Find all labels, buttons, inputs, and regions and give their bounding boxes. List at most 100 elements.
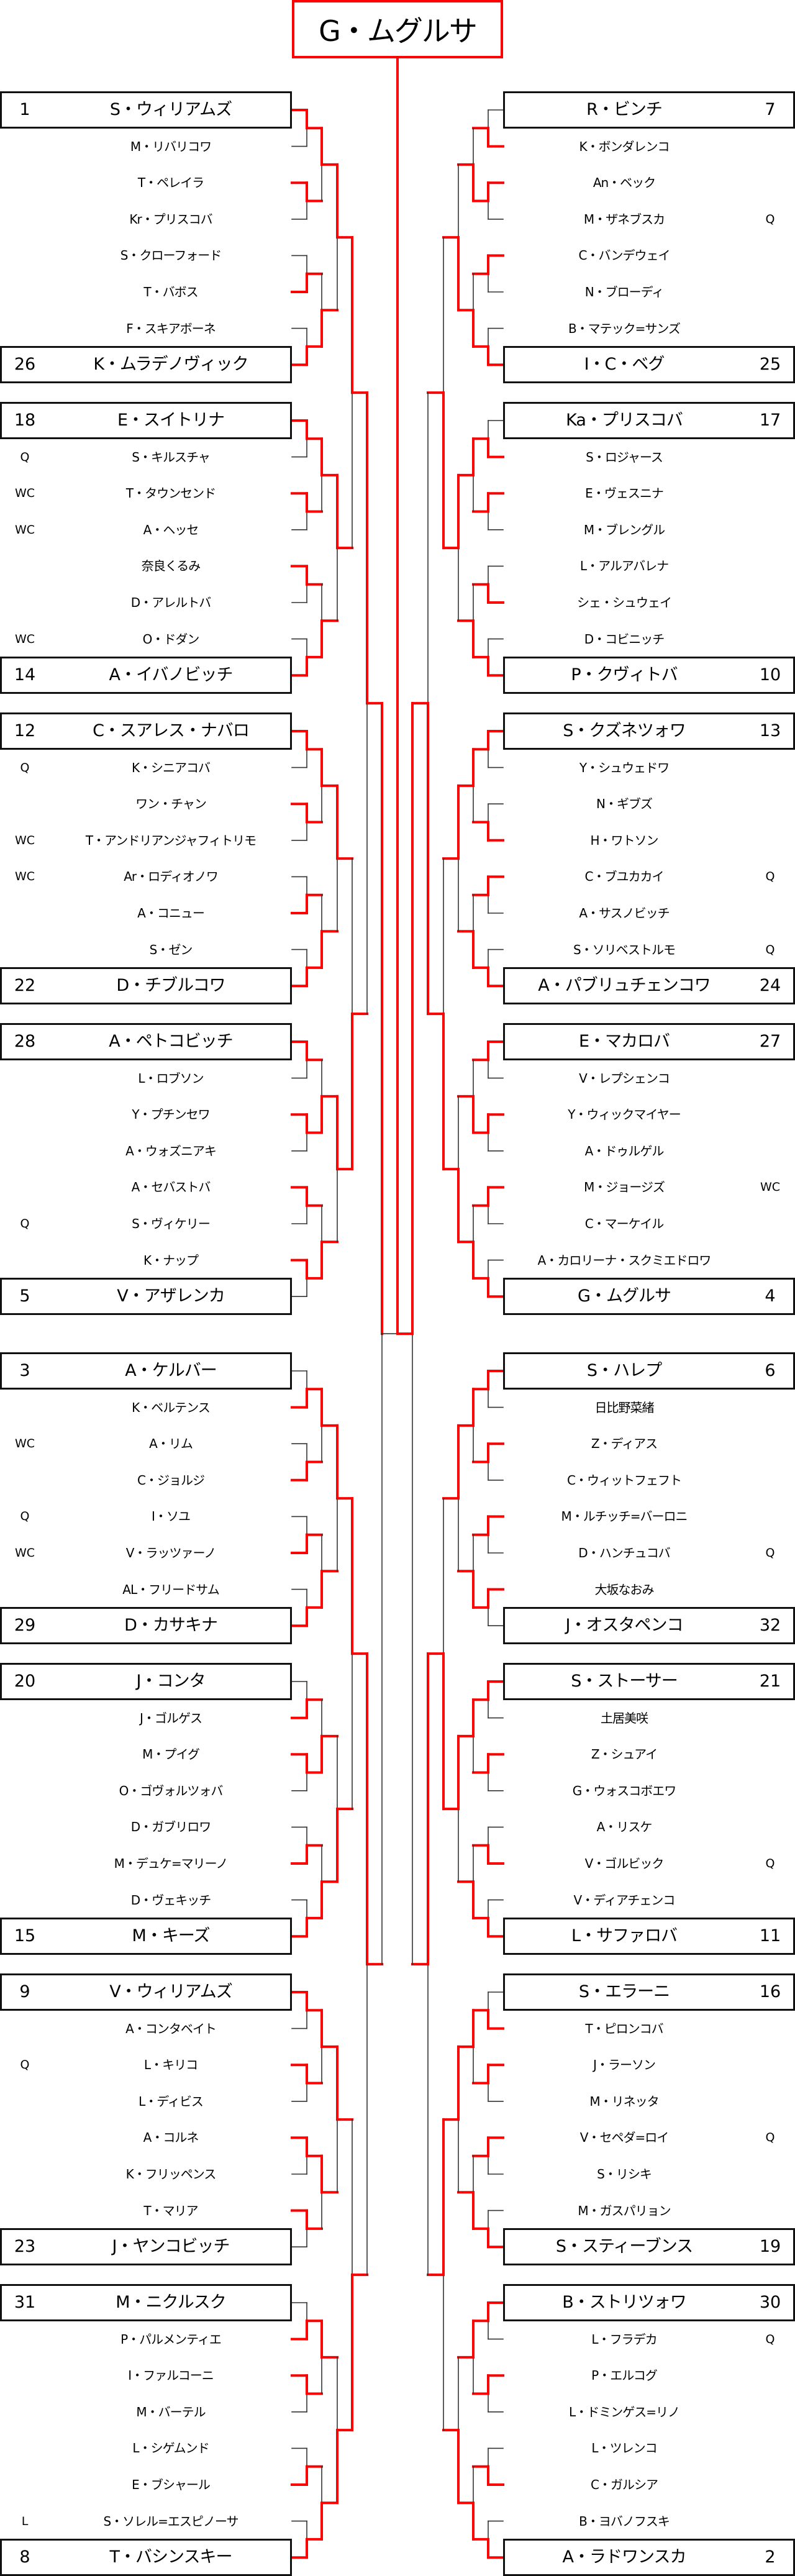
player-entry: G・ウォスコボエワ <box>0 1778 795 1803</box>
player-entry: C・ジョルジ <box>0 1468 795 1493</box>
player-entry: A・カロリーナ・スクミエドロワ <box>0 1248 795 1273</box>
player-entry: L・アルアバレナ <box>0 553 795 578</box>
entry-status: WC <box>14 1437 35 1451</box>
player-entry: E・ヴェスニナ <box>0 481 795 506</box>
player-name: 土居美咲 <box>601 1710 648 1726</box>
seeded-player-box <box>0 2228 292 2266</box>
player-name: J・コンタ <box>136 1672 206 1691</box>
player-name: K・シニアコバ <box>131 760 211 775</box>
player-name: K・ベルテンス <box>132 1400 211 1415</box>
player-entry: V・セペダ=ロイ Q <box>0 2125 795 2150</box>
player-name: G・ウォスコボエワ <box>572 1783 676 1798</box>
player-name: L・ドミンゲス=リノ <box>569 2404 680 2419</box>
seed-number: 11 <box>759 1926 781 1946</box>
player-name: E・マカロバ <box>578 1032 670 1051</box>
player-name: An・ベック <box>593 175 656 191</box>
player-entry: S・ロジャース <box>0 445 795 470</box>
entry-status: Q <box>765 212 775 226</box>
player-name: ワン・チャン <box>135 796 207 812</box>
entry-status: Q <box>765 870 775 884</box>
player-name: Kr・プリスコバ <box>129 211 212 227</box>
player-name: N・ギブズ <box>596 796 653 812</box>
player-name: S・キルスチャ <box>132 449 210 465</box>
seed-number: 25 <box>759 355 781 375</box>
player-entry: D・ハンチュコバ Q <box>0 1541 795 1565</box>
player-entry: AL・フリードサム <box>0 1577 795 1602</box>
player-entry: A・リスケ <box>0 1814 795 1839</box>
entry-status: Q <box>765 1857 775 1870</box>
seeded-player-box <box>0 1918 292 1955</box>
player-name: D・コビニッチ <box>584 631 665 647</box>
player-name: C・バンデウェイ <box>578 248 671 263</box>
player-name: S・ロジャース <box>586 449 663 465</box>
player-entry: M・プイグ <box>0 1742 795 1767</box>
player-entry: K・フリッペンス <box>0 2162 795 2187</box>
player-name: M・プイグ <box>142 1747 200 1762</box>
player-name: Y・シュウェドワ <box>579 760 670 775</box>
player-name: B・ストリツォワ <box>562 2293 687 2312</box>
player-name: B・マテック=サンズ <box>568 321 681 336</box>
player-entry: D・ガブリロワ <box>0 1814 795 1839</box>
seed-number: 7 <box>765 100 776 119</box>
player-name: S・スティーブンス <box>555 2237 693 2257</box>
entry-status: Q <box>765 2131 775 2145</box>
player-name: M・ジョージズ <box>584 1180 665 1195</box>
seeded-player-box <box>503 91 795 129</box>
player-name: S・ハレプ <box>586 1361 662 1380</box>
player-name: V・セペダ=ロイ <box>579 2130 669 2146</box>
player-name: D・ハンチュコバ <box>578 1545 670 1560</box>
player-name: V・ウィリアムズ <box>109 1982 233 2001</box>
player-name: C・マーケイル <box>584 1216 665 1231</box>
player-entry: M・リバリコワ <box>0 134 795 159</box>
seed-number: 2 <box>765 2547 776 2567</box>
player-entry: Y・シュウェドワ <box>0 755 795 780</box>
player-name: K・ムラデノヴィック <box>93 355 248 375</box>
seeded-player-box <box>0 1023 292 1060</box>
seeded-player-box <box>0 1278 292 1316</box>
player-name: Z・シュアイ <box>591 1747 658 1762</box>
player-name: シェ・シュウェイ <box>577 595 672 610</box>
player-name: T・バボス <box>143 284 198 299</box>
player-name: A・リスケ <box>596 1819 653 1835</box>
entry-status: WC <box>14 833 35 847</box>
player-entry: C・バンデウェイ <box>0 243 795 268</box>
player-name: K・フリッペンス <box>125 2167 217 2182</box>
player-entry: V・ディアチェンコ <box>0 1888 795 1913</box>
player-entry: S・スティーブンス 19 <box>0 2234 795 2259</box>
player-entry: A・サスノビッチ <box>0 901 795 926</box>
player-entry: F・スキアボーネ <box>0 316 795 341</box>
player-name: S・ヴィケリー <box>132 1216 211 1231</box>
seed-number: 5 <box>19 1286 30 1306</box>
seeded-player-box <box>0 712 292 750</box>
entry-status: Q <box>20 1509 30 1524</box>
player-name: Z・ディアス <box>591 1436 658 1452</box>
player-name: C・ウィットフェフト <box>567 1472 682 1488</box>
entry-status: Q <box>765 1546 775 1560</box>
player-name: O・ゴヴォルツォバ <box>119 1783 224 1798</box>
seeded-player-box <box>503 657 795 694</box>
entry-status: WC <box>760 1180 781 1195</box>
player-entry: M・リネッタ <box>0 2089 795 2114</box>
entry-status: Q <box>765 2332 775 2346</box>
seed-number: 18 <box>14 411 36 430</box>
player-name: D・ガブリロワ <box>130 1819 211 1835</box>
seeded-player-box <box>0 2539 292 2576</box>
player-name: S・クズネツォワ <box>563 721 686 740</box>
seed-number: 19 <box>759 2237 781 2257</box>
seed-number: 28 <box>14 1032 36 1051</box>
player-name: L・ロブソン <box>138 1070 204 1086</box>
player-entry: S・リシキ <box>0 2162 795 2187</box>
seeded-player-box <box>0 1663 292 1700</box>
